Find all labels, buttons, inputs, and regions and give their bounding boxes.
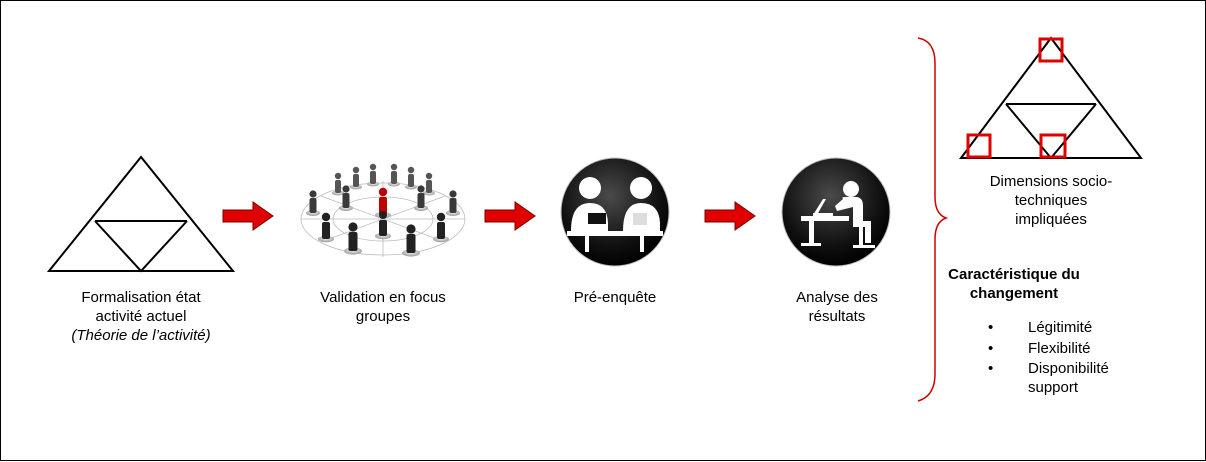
caption-subtitle: (Théorie de l’activité) xyxy=(71,327,211,344)
title-line: Caractéristique du xyxy=(948,266,1080,283)
list-item-label: support xyxy=(1028,379,1079,396)
caption-line: Pré-enquête xyxy=(573,289,657,306)
dimensions-caption: Dimensions socio- techniques impliquées xyxy=(961,172,1141,229)
step-validation-caption: Validation en focus groupes xyxy=(283,288,483,326)
caption-line: Dimensions socio- xyxy=(989,173,1113,190)
highlight-box xyxy=(1039,133,1067,159)
caption-line: Formalisation état xyxy=(81,289,201,306)
step-analyse-caption: Analyse des résultats xyxy=(737,288,937,326)
list-item: • Disponibilité support xyxy=(976,359,1176,397)
caption-line: Analyse des xyxy=(796,289,878,306)
list-item: • Flexibilité xyxy=(976,338,1176,359)
caption-line: résultats xyxy=(808,308,866,325)
list-item-label: Légitimité xyxy=(1028,319,1093,336)
caption-line: groupes xyxy=(355,308,411,325)
caption-line: impliquées xyxy=(1015,211,1087,228)
highlight-box xyxy=(1038,37,1064,63)
title-line: changement xyxy=(969,285,1059,302)
caption-line: techniques xyxy=(1014,192,1088,209)
characteristics-list: • Légitimité • Flexibilité • Disponibili… xyxy=(976,317,1176,397)
bullet-icon: • xyxy=(988,319,994,336)
step-formalisation-caption: Formalisation état activité actuel (Théo… xyxy=(41,288,241,345)
list-item-label: Disponibilité xyxy=(1028,360,1109,377)
caption-line: activité actuel xyxy=(95,308,187,325)
list-item: • Légitimité xyxy=(976,317,1176,338)
step-pre-enquete-caption: Pré-enquête xyxy=(515,288,715,307)
list-item-label: Flexibilité xyxy=(1028,340,1091,357)
bullet-icon: • xyxy=(988,340,994,357)
bullet-icon: • xyxy=(988,360,994,377)
highlight-box xyxy=(966,133,992,159)
caption-line: Validation en focus xyxy=(320,289,446,306)
characteristics-title: Caractéristique du changement xyxy=(929,265,1099,303)
